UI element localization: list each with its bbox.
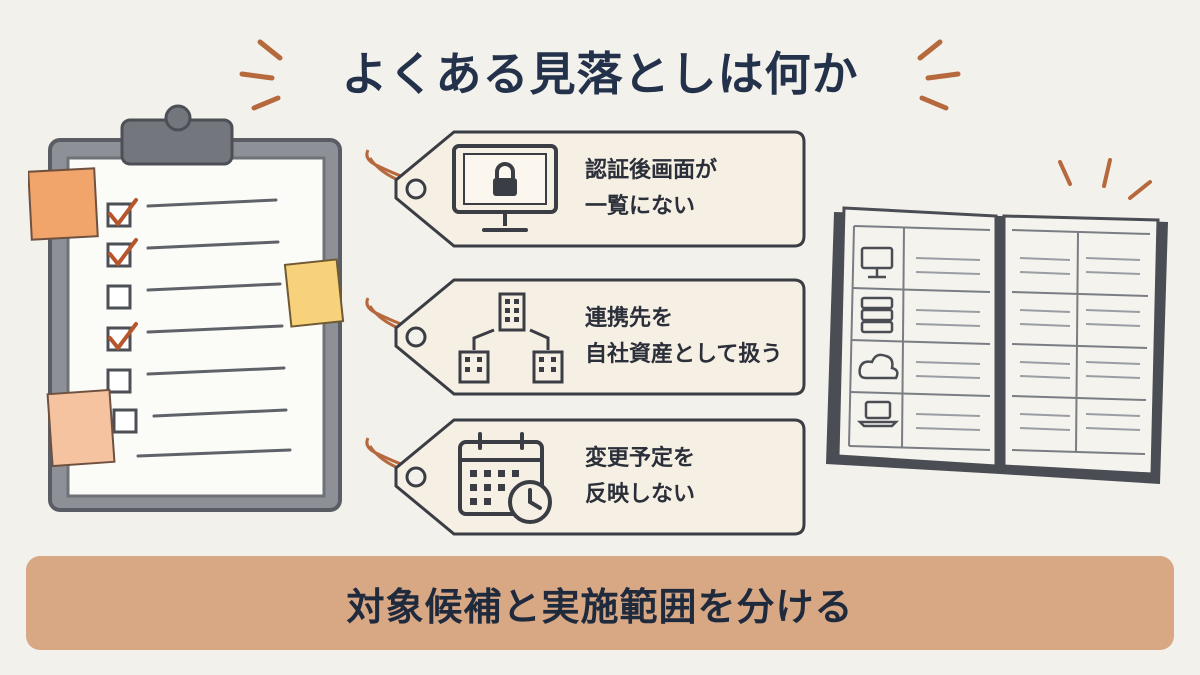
tag-2-line-2: 自社資産として扱う <box>585 342 783 367</box>
summary-banner: 対象候補と実施範囲を分ける <box>26 556 1174 650</box>
tag-card-2: 連携先を 自社資産として扱う <box>360 276 810 398</box>
tag-1-line-1: 認証後画面が <box>585 158 718 183</box>
tag-card-1: 認証後画面が 一覧にない <box>360 128 810 250</box>
page-title: よくある見落としは何か <box>341 47 859 101</box>
left-title-rays-icon <box>239 39 283 111</box>
tag-1-line-2: 一覧にない <box>585 194 696 219</box>
server-icon <box>860 296 894 334</box>
tag-card-3: 変更予定を 反映しない <box>360 416 810 538</box>
calendar-clock-icon <box>458 432 552 524</box>
clipboard-checklist-icon <box>28 104 345 512</box>
tag-3-line-2: 反映しない <box>585 482 696 507</box>
tag-3-line-1: 変更予定を <box>585 446 696 471</box>
monitor-icon <box>860 246 894 279</box>
locked-monitor-icon <box>452 144 558 232</box>
tag-2-line-1: 連携先を <box>585 306 674 331</box>
connected-buildings-icon <box>458 292 564 384</box>
open-ledger-book-icon <box>826 158 1168 484</box>
right-title-rays-icon <box>917 39 961 111</box>
laptop-icon <box>856 400 900 428</box>
cloud-icon <box>858 353 899 380</box>
